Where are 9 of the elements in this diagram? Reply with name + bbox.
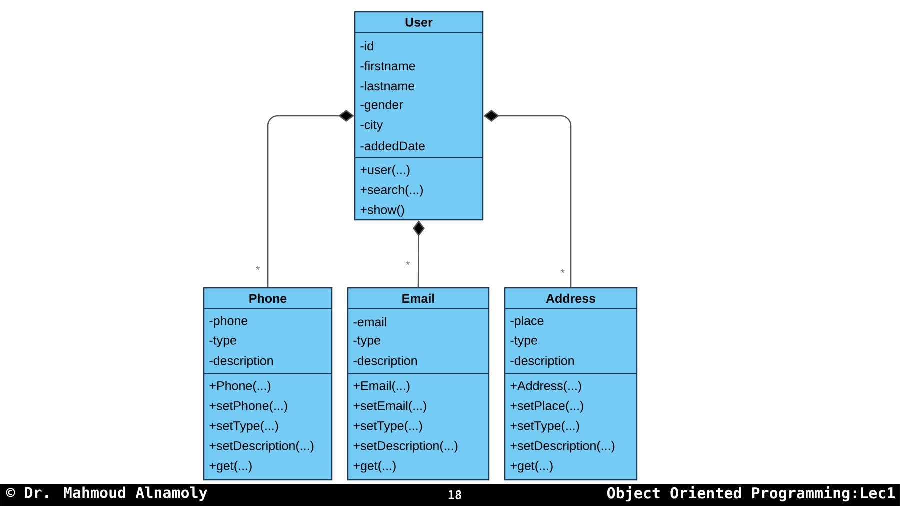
class-box: Phone -phone -type -description +Phone(...) +setPhone(...) +setType(...) +setDescription(...) +get(...) <box>203 287 333 481</box>
class-box: Email -email -type -description +Email(...) +setEmail(...) +setType(...) +setDescription(...) +get(...) <box>347 287 490 481</box>
class-box: User -id -firstname -lastname -gender -city -addedDate +user(...) +search(...) +show() <box>354 11 484 221</box>
footer-text: © Dr. Mahmoud Alnamoly <box>6 486 208 502</box>
multiplicity-label: * <box>560 268 566 278</box>
footer-text: Object Oriented Programming:Lec1 <box>608 486 896 502</box>
multiplicity-label: * <box>254 265 262 275</box>
class-box: Address -place -type -description +Address(...) +setPlace(...) +setType(...) +setDescription(...) +get(...) <box>504 287 638 481</box>
multiplicity-label: * <box>404 260 412 270</box>
